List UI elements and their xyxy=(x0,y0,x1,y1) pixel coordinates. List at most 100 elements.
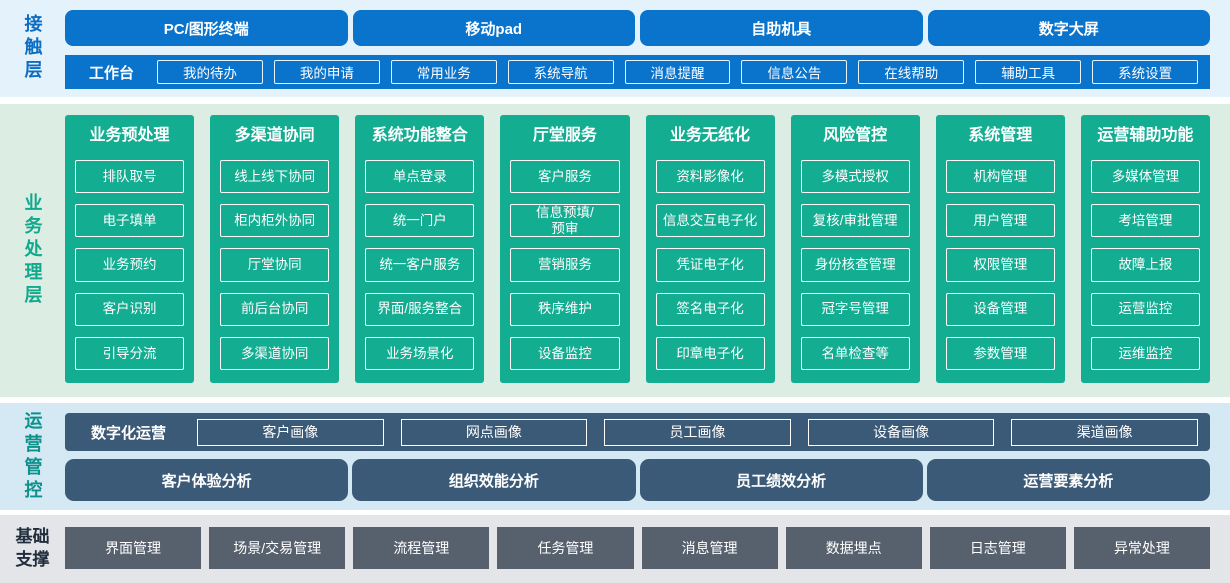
biz-item: 参数管理 xyxy=(945,336,1055,371)
operations-layer-label: 运营管控 xyxy=(22,410,43,503)
biz-item: 机构管理 xyxy=(945,160,1055,194)
workbench-item-info-notice: 信息公告 xyxy=(741,60,848,84)
biz-item: 冠字号管理 xyxy=(800,292,910,326)
digital-ops-item-device-profile: 设备画像 xyxy=(807,418,995,446)
biz-item: 印章电子化 xyxy=(655,336,765,371)
biz-column-title: 业务无纸化 xyxy=(670,127,751,144)
biz-item: 厅堂协同 xyxy=(220,248,330,282)
biz-column-ops-aux: 运营辅助功能 多媒体管理 考培管理 故障上报 运营监控 运维监控 xyxy=(1080,115,1210,383)
support-item-log-mgmt: 日志管理 xyxy=(929,527,1066,569)
biz-column-title: 业务预处理 xyxy=(89,127,170,144)
biz-item: 身份核查管理 xyxy=(800,248,910,282)
biz-item: 权限管理 xyxy=(945,248,1055,282)
biz-column-multichannel: 多渠道协同 线上线下协同 柜内柜外协同 厅堂协同 前后台协同 多渠道协同 xyxy=(210,115,340,383)
digital-ops-label: 数字化运营 xyxy=(91,424,167,442)
workbench-item-common-business: 常用业务 xyxy=(390,60,497,84)
digital-ops-item-employee-profile: 员工画像 xyxy=(604,418,791,446)
biz-column-title: 风险管控 xyxy=(823,127,888,144)
biz-item: 信息交互电子化 xyxy=(655,204,765,238)
support-layer-label-area: 基础 支撑 xyxy=(0,515,65,583)
support-item-ui-mgmt: 界面管理 xyxy=(65,527,202,569)
biz-item: 故障上报 xyxy=(1090,248,1200,282)
biz-column-title: 运营辅助功能 xyxy=(1097,127,1194,144)
terminal-digital-screen: 数字大屏 xyxy=(927,10,1210,46)
biz-item: 统一门户 xyxy=(365,204,475,238)
support-item-data-tracking: 数据埋点 xyxy=(785,527,922,569)
biz-column-title: 系统管理 xyxy=(968,127,1033,144)
biz-column-risk-control: 风险管控 多模式授权 复核/审批管理 身份核查管理 冠字号管理 名单检查等 xyxy=(790,115,920,383)
operations-layer-label-area: 运营管控 xyxy=(0,403,65,510)
biz-item: 线上线下协同 xyxy=(220,160,330,194)
biz-item: 多媒体管理 xyxy=(1090,160,1200,194)
biz-item: 排队取号 xyxy=(75,160,185,194)
terminal-pc-graphic: PC/图形终端 xyxy=(65,10,348,46)
biz-column-title: 多渠道协同 xyxy=(234,127,315,144)
business-layer-label: 业务处理层 xyxy=(22,193,43,308)
contact-layer-content: PC/图形终端 移动pad 自助机具 数字大屏 工作台 我的待办 我的申请 常用… xyxy=(65,0,1230,97)
biz-item: 营销服务 xyxy=(510,248,620,282)
workbench-item-system-settings: 系统设置 xyxy=(1092,60,1199,84)
business-layer-section: 业务处理层 业务预处理 排队取号 电子填单 业务预约 客户识别 引导分流 多渠道… xyxy=(0,104,1230,397)
workbench-item-todo: 我的待办 xyxy=(157,60,263,84)
workbench-item-system-nav: 系统导航 xyxy=(507,60,614,84)
biz-column-title: 厅堂服务 xyxy=(532,127,597,144)
biz-item: 设备管理 xyxy=(945,292,1055,326)
terminal-mobile-pad: 移动pad xyxy=(352,10,635,46)
analysis-operation-factors: 运营要素分析 xyxy=(926,459,1210,501)
operations-layer-section: 运营管控 数字化运营 客户画像 网点画像 员工画像 设备画像 渠道画像 客户体验… xyxy=(0,403,1230,510)
workbench-bar: 工作台 我的待办 我的申请 常用业务 系统导航 消息提醒 信息公告 在线帮助 辅… xyxy=(65,55,1210,89)
support-layer-label: 基础 支撑 xyxy=(16,526,50,572)
biz-column-lobby-service: 厅堂服务 客户服务 信息预填/ 预审 营销服务 秩序维护 设备监控 xyxy=(500,115,630,383)
workbench-item-message-alert: 消息提醒 xyxy=(624,60,731,84)
digital-ops-item-channel-profile: 渠道画像 xyxy=(1011,418,1198,446)
biz-item: 多模式授权 xyxy=(800,160,910,194)
biz-item: 运维监控 xyxy=(1090,336,1200,371)
biz-item: 考培管理 xyxy=(1090,204,1200,238)
biz-item: 电子填单 xyxy=(75,204,185,238)
biz-column-system-integration: 系统功能整合 单点登录 统一门户 统一客户服务 界面/服务整合 业务场景化 xyxy=(355,115,485,383)
biz-item: 业务场景化 xyxy=(365,336,475,371)
contact-layer-section: 接触层 PC/图形终端 移动pad 自助机具 数字大屏 工作台 我的待办 我的申… xyxy=(0,0,1230,97)
analysis-customer-experience: 客户体验分析 xyxy=(65,459,349,501)
biz-item: 多渠道协同 xyxy=(220,336,330,371)
business-layer-label-area: 业务处理层 xyxy=(0,104,65,397)
terminal-self-service: 自助机具 xyxy=(640,10,923,46)
support-item-scene-trade-mgmt: 场景/交易管理 xyxy=(209,527,346,569)
biz-column-title: 系统功能整合 xyxy=(371,127,468,144)
biz-item: 签名电子化 xyxy=(655,292,765,326)
biz-column-preprocessing: 业务预处理 排队取号 电子填单 业务预约 客户识别 引导分流 xyxy=(65,115,195,383)
biz-column-paperless: 业务无纸化 资料影像化 信息交互电子化 凭证电子化 签名电子化 印章电子化 xyxy=(645,115,775,383)
biz-item: 界面/服务整合 xyxy=(365,292,475,326)
workbench-item-applications: 我的申请 xyxy=(273,60,380,84)
support-item-message-mgmt: 消息管理 xyxy=(641,527,778,569)
biz-item: 复核/审批管理 xyxy=(800,204,910,238)
biz-item: 柜内柜外协同 xyxy=(220,204,330,238)
biz-item: 客户识别 xyxy=(75,292,185,326)
biz-column-system-admin: 系统管理 机构管理 用户管理 权限管理 设备管理 参数管理 xyxy=(935,115,1065,383)
support-layer-label-line1: 基础 xyxy=(15,527,50,547)
biz-item: 设备监控 xyxy=(510,336,620,371)
workbench-item-online-help: 在线帮助 xyxy=(858,60,965,84)
analysis-org-efficiency: 组织效能分析 xyxy=(352,459,636,501)
biz-item: 用户管理 xyxy=(945,204,1055,238)
biz-item: 资料影像化 xyxy=(655,160,765,194)
digital-ops-bar: 数字化运营 客户画像 网点画像 员工画像 设备画像 渠道画像 xyxy=(65,413,1210,451)
contact-layer-label: 接触层 xyxy=(22,14,43,83)
digital-ops-item-branch-profile: 网点画像 xyxy=(400,418,588,446)
workbench-label: 工作台 xyxy=(89,64,135,82)
biz-item: 客户服务 xyxy=(510,160,620,194)
support-item-process-mgmt: 流程管理 xyxy=(353,527,490,569)
support-item-task-mgmt: 任务管理 xyxy=(497,527,634,569)
digital-ops-item-customer-profile: 客户画像 xyxy=(197,418,384,446)
analysis-row: 客户体验分析 组织效能分析 员工绩效分析 运营要素分析 xyxy=(65,459,1210,501)
biz-item: 前后台协同 xyxy=(220,292,330,326)
support-layer-section: 基础 支撑 界面管理 场景/交易管理 流程管理 任务管理 消息管理 数据埋点 日… xyxy=(0,515,1230,583)
biz-item: 凭证电子化 xyxy=(655,248,765,282)
biz-item: 业务预约 xyxy=(75,248,185,282)
biz-item: 名单检查等 xyxy=(800,336,910,371)
analysis-employee-performance: 员工绩效分析 xyxy=(639,459,923,501)
support-layer-label-line2: 支撑 xyxy=(15,550,50,569)
workbench-item-aux-tools: 辅助工具 xyxy=(975,60,1082,84)
business-layer-content: 业务预处理 排队取号 电子填单 业务预约 客户识别 引导分流 多渠道协同 线上线… xyxy=(65,104,1230,397)
